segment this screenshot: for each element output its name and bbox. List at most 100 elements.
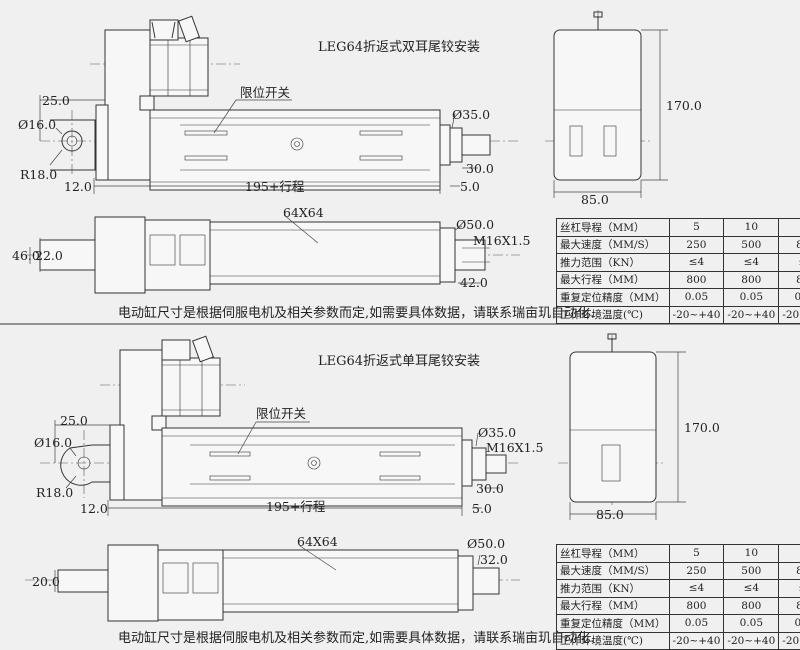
bottom-dim-25: 25.0 [60, 414, 88, 428]
table-cell: 10 [724, 545, 779, 563]
table-cell: 推力范围（KN） [557, 254, 670, 272]
table-row: 最大速度（MM/S） 250 500 800 [557, 562, 800, 580]
bottom-dim-d16: Ø16.0 [34, 436, 72, 450]
table-cell: 最大行程（MM） [557, 271, 670, 289]
spec-table-top: 丝杠导程（MM） 5 10 16 最大速度（MM/S） 250 500 800 … [556, 218, 800, 324]
table-cell: 10 [724, 219, 779, 237]
table-row: 最大行程（MM） 800 800 800 [557, 597, 800, 615]
table-row: 丝杠导程（MM） 5 10 16 [557, 219, 800, 237]
table-cell: 800 [779, 236, 800, 254]
top-dim-42: 42.0 [460, 276, 488, 290]
top-end-view [545, 10, 668, 198]
table-cell: 800 [779, 271, 800, 289]
table-cell: 0.05 [724, 289, 779, 307]
top-dim-d35: Ø35.0 [452, 108, 490, 122]
table-cell: 工作环境温度(℃) [557, 306, 670, 324]
top-dim-25: 25.0 [42, 94, 70, 108]
table-cell: ≤4 [669, 580, 724, 598]
bottom-dim-85: 85.0 [596, 508, 624, 522]
top-dim-d16: Ø16.0 [18, 118, 56, 132]
top-dim-d50: Ø50.0 [456, 218, 494, 232]
table-cell: 0.05 [779, 615, 800, 633]
table-cell: 250 [669, 236, 724, 254]
top-dim-30: 30.0 [466, 162, 494, 176]
table-cell: 最大速度（MM/S） [557, 236, 670, 254]
bottom-dim-170: 170.0 [684, 421, 720, 435]
bottom-dim-30: 30.0 [476, 482, 504, 496]
table-cell: 工作环境温度(℃) [557, 632, 670, 650]
table-cell: 最大行程（MM） [557, 597, 670, 615]
table-cell: 丝杠导程（MM） [557, 545, 670, 563]
bottom-dim-64x64: 64X64 [297, 535, 338, 549]
table-cell: ≤4 [779, 254, 800, 272]
table-cell: 16 [779, 219, 800, 237]
table-cell: 500 [724, 236, 779, 254]
bottom-title: LEG64折返式单耳尾铰安装 [318, 350, 480, 369]
table-row: 重复定位精度（MM） 0.05 0.05 0.05 [557, 289, 800, 307]
table-cell: ≤4 [779, 580, 800, 598]
table-cell: 0.05 [779, 289, 800, 307]
bottom-end-view [558, 334, 686, 520]
top-dim-64x64: 64X64 [283, 206, 324, 220]
bottom-dim-d50: Ø50.0 [467, 537, 505, 551]
table-cell: -20~+40 [669, 306, 724, 324]
bottom-dim-20: 20.0 [32, 575, 60, 589]
table-row: 工作环境温度(℃) -20~+40 -20~+40 -20~+40 [557, 306, 800, 324]
table-cell: 250 [669, 562, 724, 580]
table-row: 最大行程（MM） 800 800 800 [557, 271, 800, 289]
table-cell: 0.05 [669, 615, 724, 633]
bottom-note: 电动缸尺寸是根据伺服电机及相关参数而定,如需要具体数据，请联系瑞亩玑自动化. [118, 627, 594, 646]
table-cell: 丝杠导程（MM） [557, 219, 670, 237]
table-cell: 800 [724, 597, 779, 615]
top-dim-85: 85.0 [581, 193, 609, 207]
table-cell: 800 [669, 271, 724, 289]
bottom-plan-view [25, 545, 520, 621]
top-plan-view [25, 215, 520, 293]
top-limit-switch-label: 限位开关 [240, 86, 290, 100]
bottom-dim-r18: R18.0 [36, 486, 73, 500]
table-cell: 重复定位精度（MM） [557, 289, 670, 307]
table-cell: -20~+40 [779, 632, 800, 650]
table-cell: -20~+40 [779, 306, 800, 324]
top-dim-r18: R18.0 [20, 168, 57, 182]
top-dim-170: 170.0 [666, 99, 702, 113]
spec-table-bottom: 丝杠导程（MM） 5 10 16 最大速度（MM/S） 250 500 800 … [556, 544, 800, 650]
table-cell: 5 [669, 545, 724, 563]
table-cell: 800 [724, 271, 779, 289]
top-dim-22: 22.0 [35, 249, 63, 263]
table-row: 推力范围（KN） ≤4 ≤4 ≤4 [557, 580, 800, 598]
table-cell: -20~+40 [724, 306, 779, 324]
table-cell: 800 [779, 562, 800, 580]
top-dim-m16: M16X1.5 [473, 234, 530, 248]
table-cell: 重复定位精度（MM） [557, 615, 670, 633]
bottom-dim-stroke: 195+行程 [266, 500, 325, 514]
top-dim-5: 5.0 [460, 180, 480, 194]
top-note: 电动缸尺寸是根据伺服电机及相关参数而定,如需要具体数据，请联系瑞亩玑自动化. [118, 302, 594, 321]
table-row: 最大速度（MM/S） 250 500 800 [557, 236, 800, 254]
table-cell: 推力范围（KN） [557, 580, 670, 598]
table-cell: 5 [669, 219, 724, 237]
bottom-dim-5: 5.0 [472, 502, 492, 516]
table-cell: ≤4 [669, 254, 724, 272]
bottom-dim-32: 32.0 [480, 553, 508, 567]
bottom-dim-12: 12.0 [80, 502, 108, 516]
bottom-dim-m16: M16X1.5 [486, 441, 543, 455]
top-dim-stroke: 195+行程 [245, 180, 304, 194]
table-cell: 0.05 [669, 289, 724, 307]
table-row: 丝杠导程（MM） 5 10 16 [557, 545, 800, 563]
table-row: 工作环境温度(℃) -20~+40 -20~+40 -20~+40 [557, 632, 800, 650]
table-row: 重复定位精度（MM） 0.05 0.05 0.05 [557, 615, 800, 633]
bottom-dim-d35: Ø35.0 [478, 426, 516, 440]
table-cell: ≤4 [724, 580, 779, 598]
top-title: LEG64折返式双耳尾铰安装 [318, 36, 480, 55]
table-row: 推力范围（KN） ≤4 ≤4 ≤4 [557, 254, 800, 272]
table-cell: 500 [724, 562, 779, 580]
table-cell: -20~+40 [724, 632, 779, 650]
table-cell: ≤4 [724, 254, 779, 272]
table-cell: 最大速度（MM/S） [557, 562, 670, 580]
bottom-limit-switch-label: 限位开关 [256, 407, 306, 421]
table-cell: -20~+40 [669, 632, 724, 650]
table-cell: 800 [779, 597, 800, 615]
table-cell: 800 [669, 597, 724, 615]
